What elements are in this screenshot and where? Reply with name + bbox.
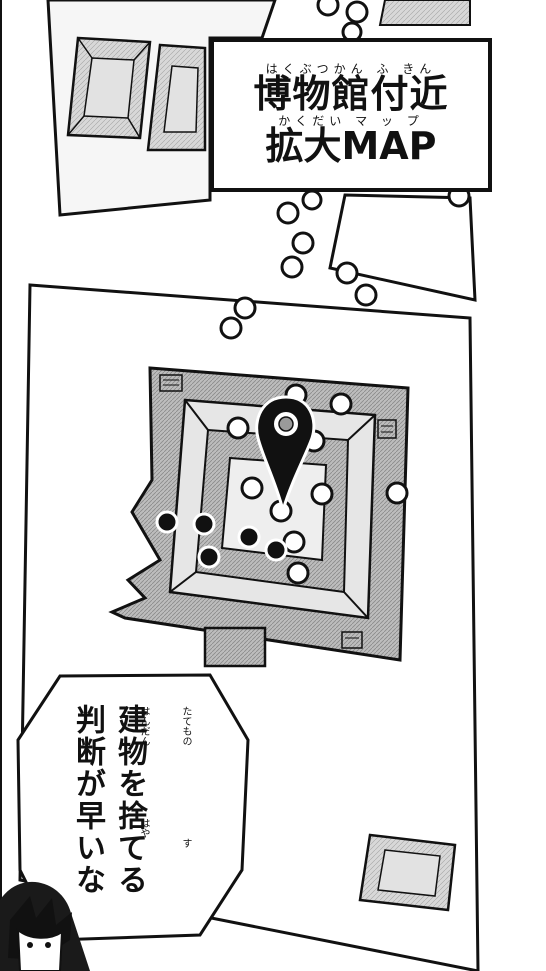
title-furigana-top: はくぶつかん ふ きん bbox=[265, 62, 437, 77]
map-title-line2: 拡大MAP bbox=[265, 124, 437, 168]
furigana-su: す bbox=[180, 838, 191, 848]
speech-text: 建物を捨てる 判断が早いな bbox=[70, 704, 147, 934]
building-top-right bbox=[378, 0, 471, 26]
speech-line-1: 建物を捨てる bbox=[112, 704, 147, 896]
furigana-handan: はんだん bbox=[138, 706, 149, 746]
furigana-haya: はや bbox=[138, 818, 149, 838]
title-furigana-mid: かくだい マ ッ プ bbox=[278, 114, 424, 128]
city-block-right bbox=[328, 193, 477, 302]
location-pin-icon bbox=[255, 395, 316, 516]
speech-line-2: 判断が早いな bbox=[70, 704, 105, 896]
speech-bubble bbox=[16, 673, 250, 942]
character-portrait bbox=[0, 881, 90, 971]
building-bottom-right bbox=[358, 833, 457, 912]
map-title-box: はくぶつかん ふ きん 博物館付近 かくだい マ ッ プ 拡大MAP bbox=[210, 38, 492, 192]
black-markers bbox=[155, 510, 288, 569]
building-top-left-2 bbox=[146, 43, 207, 152]
building-top-left-1 bbox=[66, 36, 152, 140]
map-title-line1: 博物館付近 bbox=[253, 72, 449, 117]
furigana-tatemono: たてもの bbox=[180, 706, 191, 746]
